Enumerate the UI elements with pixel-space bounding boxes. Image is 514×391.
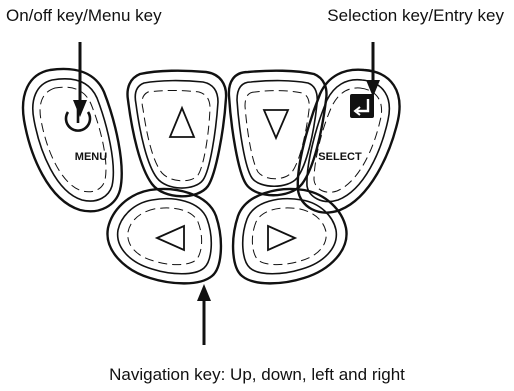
down-key[interactable]	[227, 69, 328, 197]
power-key-pointer-arrow	[73, 42, 87, 117]
left-arrow-icon	[154, 224, 185, 252]
select-entry-key[interactable]: SELECT	[296, 68, 401, 214]
enter-icon	[350, 94, 374, 118]
select-key-text: SELECT	[318, 151, 362, 163]
navigation-key-label: Navigation key: Up, down, left and right	[109, 365, 405, 384]
power-menu-key[interactable]: MENU	[21, 67, 123, 213]
select-key-pointer-arrow	[366, 42, 380, 97]
navigation-key-pointer-arrow	[197, 284, 211, 345]
left-key[interactable]	[106, 187, 223, 285]
down-arrow-icon	[262, 109, 290, 141]
select-entry-key-label: Selection key/Entry key	[327, 6, 504, 25]
right-arrow-icon	[267, 224, 298, 252]
power-menu-key-label: On/off key/Menu key	[6, 6, 162, 25]
up-key[interactable]	[126, 69, 228, 198]
right-key[interactable]	[231, 187, 348, 285]
up-arrow-icon	[168, 105, 196, 138]
menu-key-text: MENU	[75, 151, 107, 163]
